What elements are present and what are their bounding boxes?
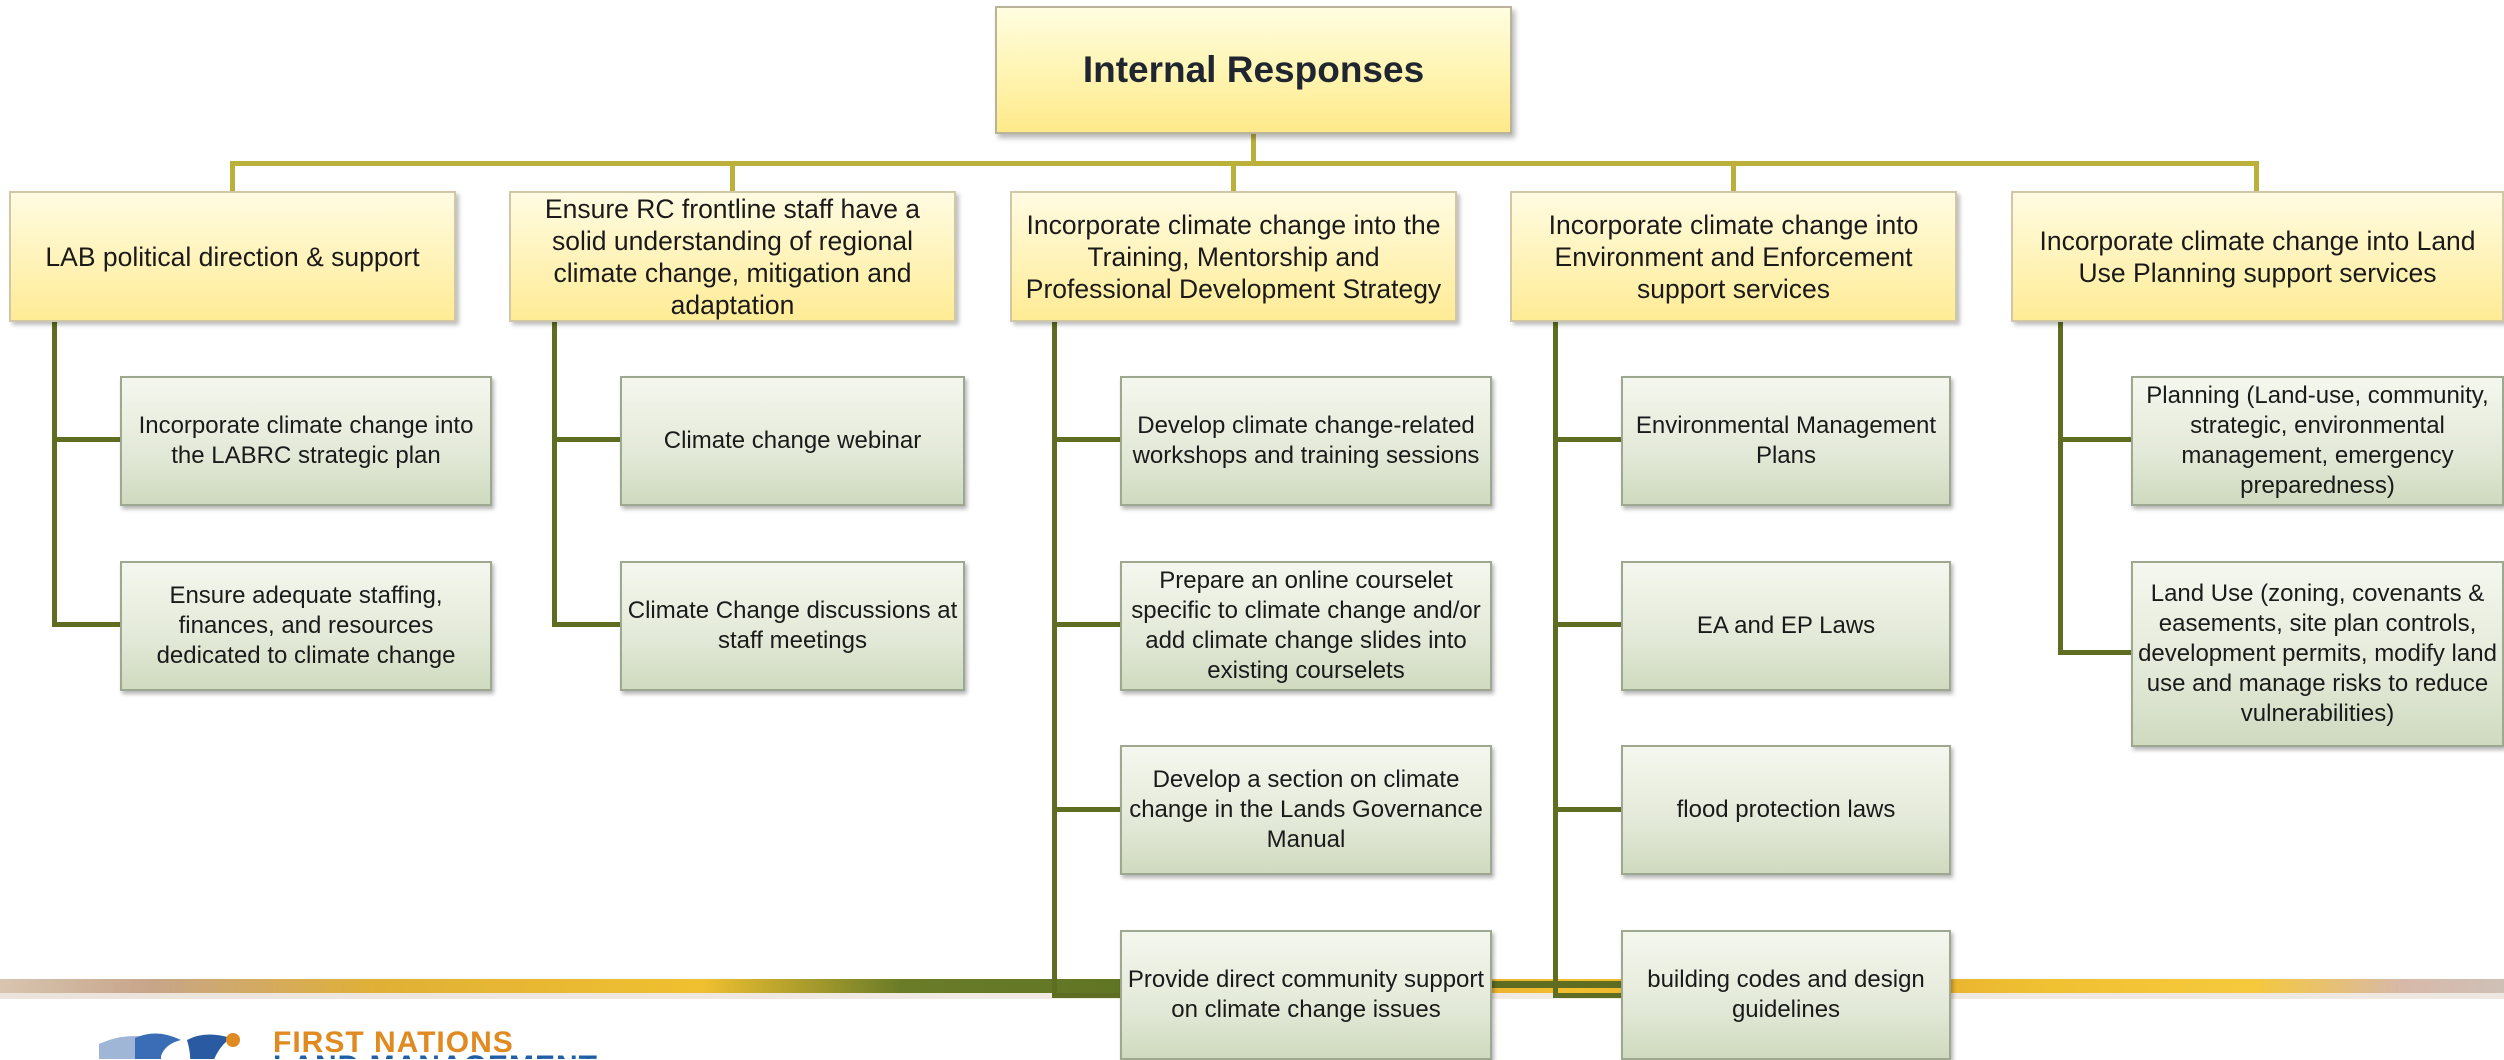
branch-1-node: LAB political direction & support <box>9 191 456 322</box>
branch-3-item-1: Develop climate change-related workshops… <box>1120 376 1492 506</box>
branch-5-item-1-tick <box>2058 437 2132 442</box>
branch-3-item-3-tick <box>1052 807 1122 812</box>
branch-1-item-1-label: Incorporate climate change into the LABR… <box>138 412 474 469</box>
logo-line-2: LAND MANAGEMENT <box>273 1050 598 1059</box>
branch-4-item-1-label: Environmental Management Plans <box>1635 412 1937 469</box>
branch-2-spine <box>552 322 557 627</box>
branch-4-item-4-label: building codes and design guidelines <box>1647 966 1925 1023</box>
branch-5-node: Incorporate climate change into Land Use… <box>2011 191 2504 322</box>
branch-3-item-1-label: Develop climate change-related workshops… <box>1132 412 1480 469</box>
branch-5-item-2-tick <box>2058 650 2132 655</box>
branch-1-drop-connector <box>230 161 235 192</box>
branch-1-spine <box>52 322 57 627</box>
branch-5-spine <box>2058 322 2063 655</box>
branch-3-label: Incorporate climate change into the Trai… <box>1025 209 1442 304</box>
branch-5-label: Incorporate climate change into Land Use… <box>2039 225 2476 288</box>
branch-2-item-2: Climate Change discussions at staff meet… <box>620 561 965 691</box>
branch-1-item-2-label: Ensure adequate staffing, finances, and … <box>156 582 456 669</box>
branch-3-node: Incorporate climate change into the Trai… <box>1010 191 1457 322</box>
branch-3-4-bridge <box>1492 981 1622 988</box>
branch-3-item-1-tick <box>1052 437 1122 442</box>
branch-3-item-4: Provide direct community support on clim… <box>1120 930 1492 1060</box>
branch-1-item-2-tick <box>52 622 122 627</box>
branch-4-item-2: EA and EP Laws <box>1621 561 1951 691</box>
branch-1-item-2: Ensure adequate staffing, finances, and … <box>120 561 492 691</box>
branch-5-drop-connector <box>2254 161 2259 192</box>
branch-3-item-3-label: Develop a section on climate change in t… <box>1129 766 1483 853</box>
branch-2-drop-connector <box>730 161 735 192</box>
branch-4-drop-connector <box>1731 161 1736 192</box>
branch-2-label: Ensure RC frontline staff have a solid u… <box>544 193 921 320</box>
branch-4-spine <box>1553 322 1558 998</box>
branch-4-item-1: Environmental Management Plans <box>1621 376 1951 506</box>
branch-3-item-2: Prepare an online courselet specific to … <box>1120 561 1492 691</box>
branch-2-item-1-label: Climate change webinar <box>663 427 922 454</box>
branch-3-spine <box>1052 322 1057 998</box>
branch-4-item-4: building codes and design guidelines <box>1621 930 1951 1060</box>
branch-4-item-3-label: flood protection laws <box>1676 796 1896 823</box>
root-node-label: Internal Responses <box>1082 49 1425 90</box>
branch-1-item-1-tick <box>52 437 122 442</box>
branch-5-item-2: Land Use (zoning, covenants & easements,… <box>2131 561 2504 747</box>
branch-4-label: Incorporate climate change into Environm… <box>1548 209 1919 304</box>
branch-4-node: Incorporate climate change into Environm… <box>1510 191 1957 322</box>
logo-mark-icon <box>99 1033 240 1059</box>
branch-2-item-1-tick <box>552 437 622 442</box>
top-horizontal-connector <box>230 161 2259 166</box>
branch-4-item-2-label: EA and EP Laws <box>1696 612 1876 639</box>
branch-3-item-3: Develop a section on climate change in t… <box>1120 745 1492 875</box>
branch-3-drop-connector <box>1231 161 1236 192</box>
branch-5-item-1-label: Planning (Land-use, community, strategic… <box>2146 382 2489 499</box>
root-node: Internal Responses <box>995 6 1512 134</box>
branch-4-item-4-tick <box>1553 993 1623 998</box>
root-stem-connector <box>1251 134 1256 164</box>
branch-3-item-4-label: Provide direct community support on clim… <box>1127 966 1485 1023</box>
branch-2-item-2-tick <box>552 622 622 627</box>
organization-logo: FIRST NATIONS LAND MANAGEMENT <box>95 1022 655 1059</box>
branch-2-item-1: Climate change webinar <box>620 376 965 506</box>
branch-3-item-2-label: Prepare an online courselet specific to … <box>1131 567 1481 684</box>
branch-4-item-1-tick <box>1553 437 1623 442</box>
branch-3-item-4-tick <box>1052 993 1122 998</box>
branch-5-item-1: Planning (Land-use, community, strategic… <box>2131 376 2504 506</box>
branch-2-node: Ensure RC frontline staff have a solid u… <box>509 191 956 322</box>
branch-5-item-2-label: Land Use (zoning, covenants & easements,… <box>2138 580 2497 727</box>
branch-1-label: LAB political direction & support <box>45 241 420 272</box>
branch-1-item-1: Incorporate climate change into the LABR… <box>120 376 492 506</box>
branch-4-item-3-tick <box>1553 807 1623 812</box>
branch-2-item-2-label: Climate Change discussions at staff meet… <box>627 597 958 654</box>
branch-3-item-2-tick <box>1052 622 1122 627</box>
branch-4-item-2-tick <box>1553 622 1623 627</box>
logo-line-1: FIRST NATIONS <box>273 1026 514 1059</box>
branch-4-item-3: flood protection laws <box>1621 745 1951 875</box>
